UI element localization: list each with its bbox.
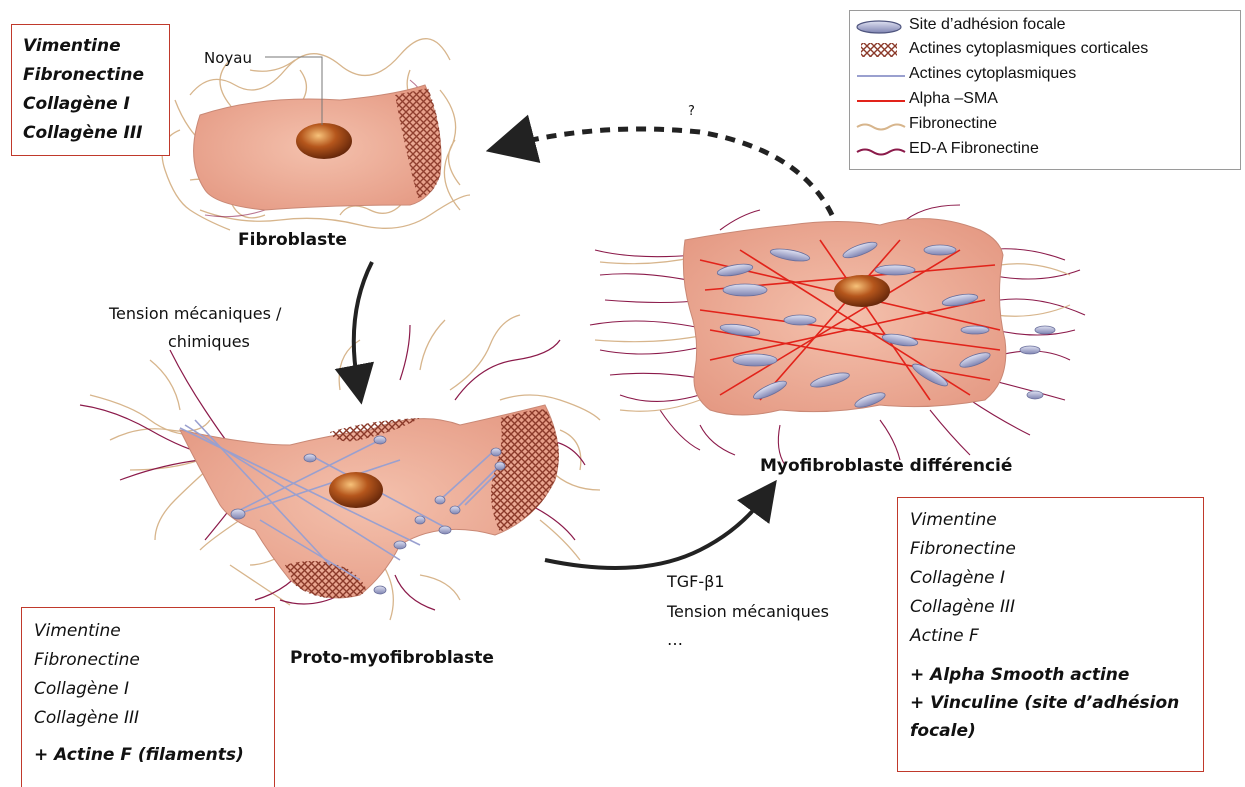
proto-marker-2: Fibronectine: [34, 646, 274, 675]
fibroblast-label: Fibroblaste: [238, 230, 347, 250]
fibroblast-nucleus: [296, 123, 352, 159]
legend-label-1: Site d’adhésion focale: [909, 16, 1066, 34]
myo-marker-1: Vimentine: [910, 506, 1193, 535]
proto-nucleus: [329, 472, 383, 508]
proto-marker-4: Collagène III: [34, 704, 274, 733]
ellipsis-label: …: [667, 628, 683, 652]
myo-marker-extra-1: + Alpha Smooth actine: [910, 661, 1193, 689]
myofibroblast-cell: [590, 205, 1085, 465]
proto-markers-box: Vimentine Fibronectine Collagène I Colla…: [21, 607, 275, 787]
proto-marker-1: Vimentine: [34, 617, 274, 646]
myo-markers-box: Vimentine Fibronectine Collagène I Colla…: [897, 497, 1204, 772]
fibroblast-marker-2: Fibronectine: [23, 61, 169, 90]
myo-label: Myofibroblaste différencié: [760, 456, 1012, 476]
tension-label: Tension mécaniques: [667, 600, 829, 624]
legend-label-4: Alpha –SMA: [909, 90, 998, 108]
arrow1-label-line2: chimiques: [168, 330, 250, 354]
arrow-myo-to-fibroblast: [510, 129, 832, 215]
arrow1-label-line1: Tension mécaniques /: [109, 302, 281, 326]
fibroblast-marker-4: Collagène III: [23, 119, 169, 148]
legend: Site d’adhésion focale Actines cytoplasm…: [849, 10, 1241, 170]
nucleus-label: Noyau: [204, 46, 252, 70]
myo-marker-3: Collagène I: [910, 564, 1193, 593]
legend-item-actin: Actines cytoplasmiques: [850, 64, 1240, 88]
fibroblast-marker-3: Collagène I: [23, 90, 169, 119]
legend-label-3: Actines cytoplasmiques: [909, 65, 1076, 83]
myo-marker-2: Fibronectine: [910, 535, 1193, 564]
legend-item-cortical-actin: Actines cytoplasmiques corticales: [850, 39, 1240, 63]
legend-label-6: ED-A Fibronectine: [909, 140, 1039, 158]
myo-marker-extra-2: + Vinculine (site d’adhésion focale): [910, 689, 1193, 745]
proto-marker-3: Collagène I: [34, 675, 274, 704]
legend-item-alpha-sma: Alpha –SMA: [850, 89, 1240, 113]
legend-item-eda-fibronectin: ED-A Fibronectine: [850, 139, 1240, 163]
fibroblast-markers-box: Vimentine Fibronectine Collagène I Colla…: [11, 24, 170, 156]
arrow-fibroblast-to-proto: [354, 262, 372, 385]
legend-item-fibronectin: Fibronectine: [850, 114, 1240, 138]
myo-nucleus: [834, 275, 890, 307]
proto-label: Proto-myofibroblaste: [290, 648, 494, 668]
myo-marker-4: Collagène III: [910, 593, 1193, 622]
legend-label-2: Actines cytoplasmiques corticales: [909, 40, 1148, 58]
myo-marker-5: Actine F: [910, 622, 1193, 651]
fibroblast-marker-1: Vimentine: [23, 32, 169, 61]
proto-marker-extra: + Actine F (filaments): [34, 741, 274, 769]
proto-myofibroblast-cell: [80, 315, 600, 620]
legend-item-focal-adhesion: Site d’adhésion focale: [850, 15, 1240, 39]
question-label: ?: [688, 100, 695, 124]
legend-label-5: Fibronectine: [909, 115, 997, 133]
tgf-label: TGF-β1: [667, 570, 725, 594]
